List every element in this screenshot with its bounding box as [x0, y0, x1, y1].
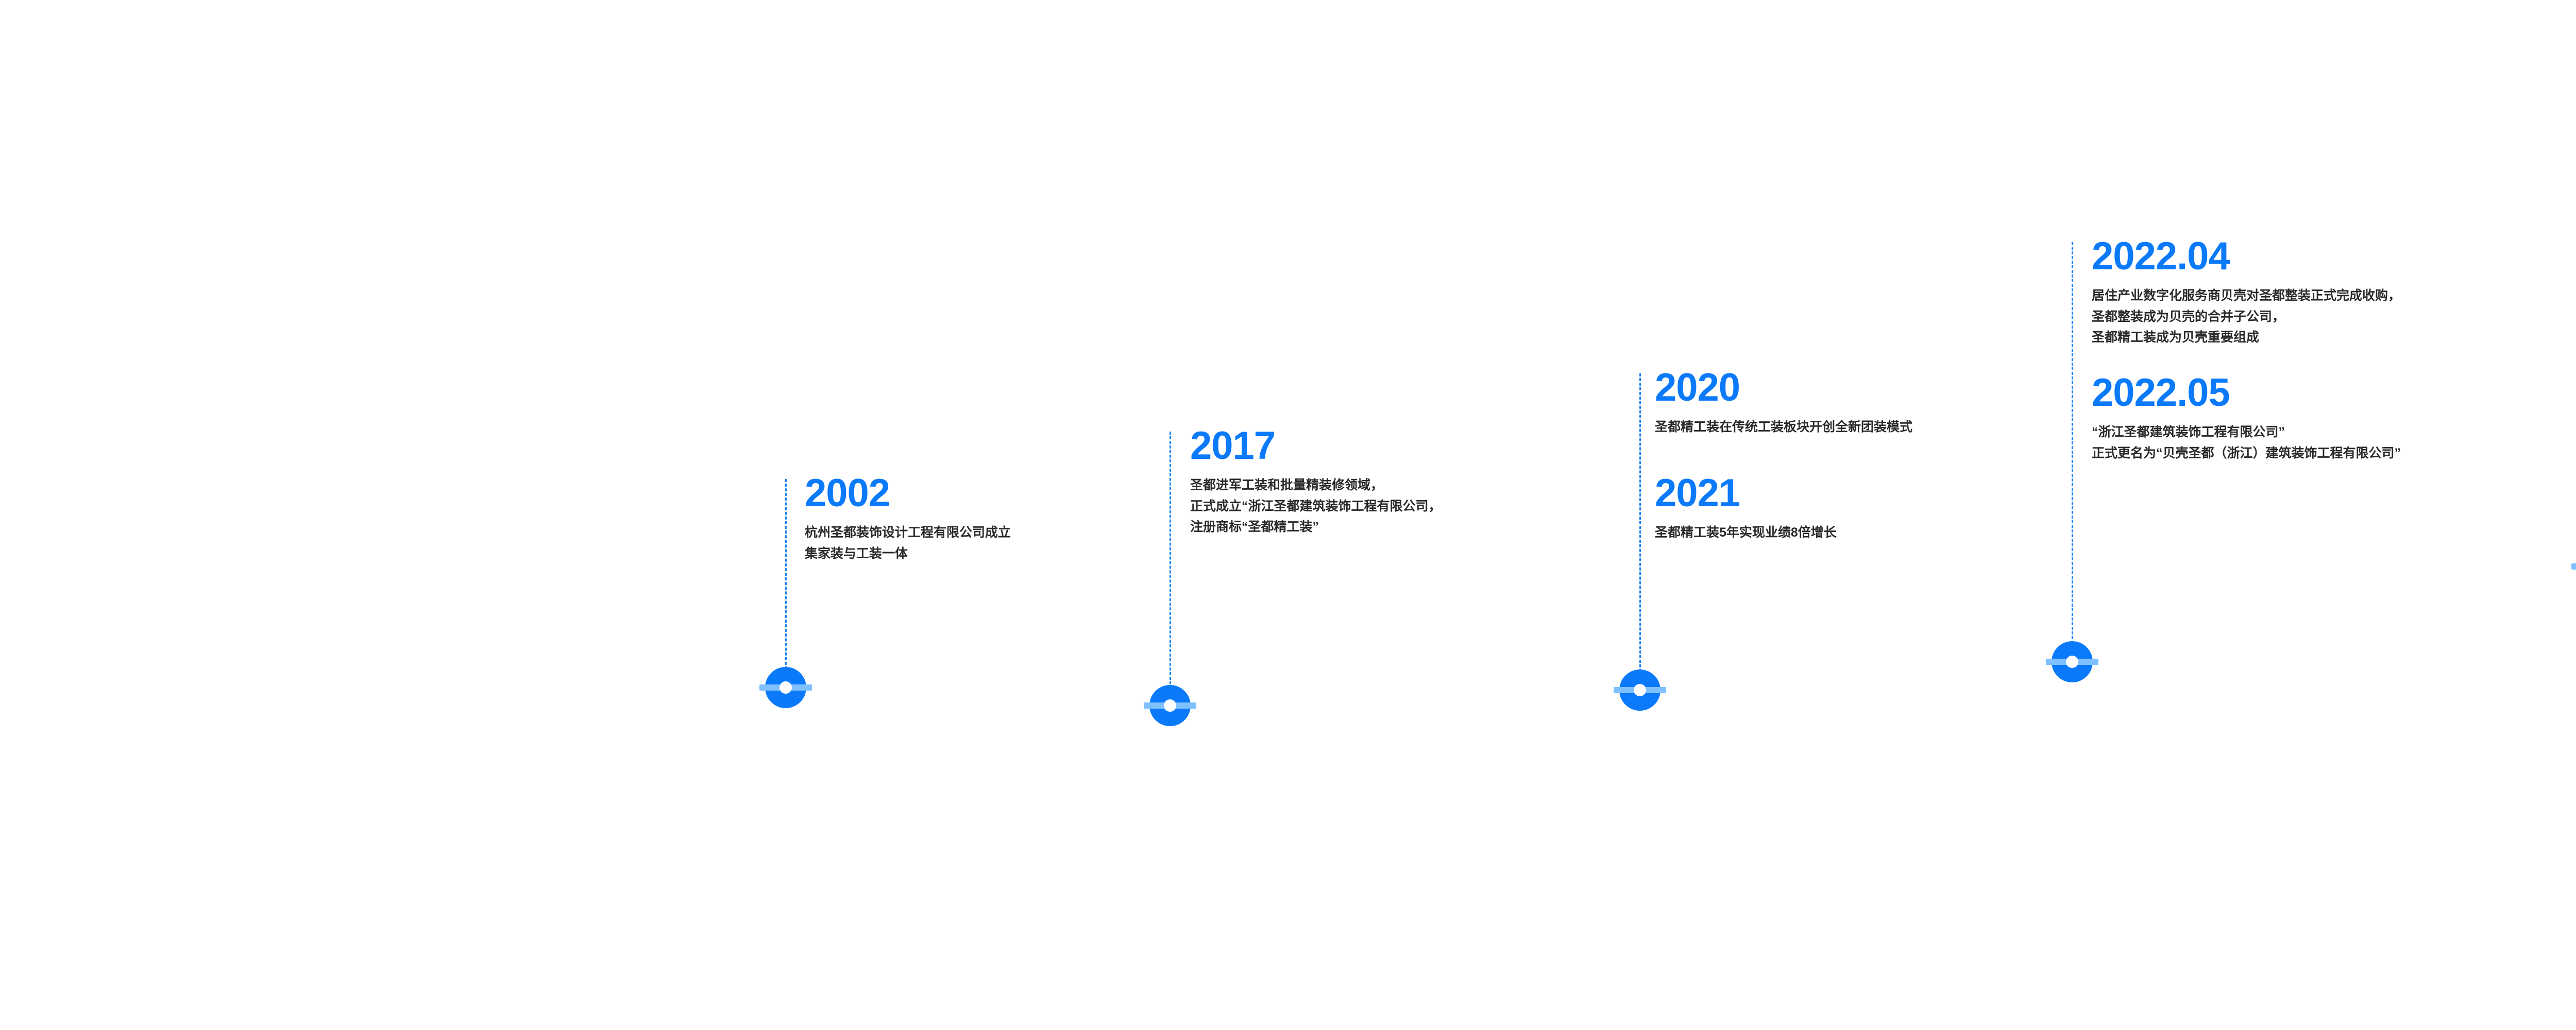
entry-2022-04: 2022.04 居住产业数字化服务商贝壳对圣都整装正式完成收购， 圣都整装成为贝… [2092, 237, 2401, 348]
description-2022-04: 居住产业数字化服务商贝壳对圣都整装正式完成收购， 圣都整装成为贝壳的合并子公司，… [2092, 288, 2401, 345]
description-2022-05: “浙江圣都建筑装饰工程有限公司” 正式更名为“贝壳圣都（浙江）建筑装饰工程有限公… [2092, 425, 2401, 460]
node-center-dot [779, 681, 792, 694]
description-2021: 圣都精工装5年实现业绩8倍增长 [1655, 525, 1837, 540]
year-label-2022-04: 2022.04 [2092, 234, 2230, 278]
entry-2022-05: 2022.05 “浙江圣都建筑装饰工程有限公司” 正式更名为“贝壳圣都（浙江）建… [2092, 373, 2401, 464]
entry-2020: 2020 圣都精工装在传统工装板块开创全新团装模式 [1655, 368, 1912, 438]
entry-2002: 2002 杭州圣都装饰设计工程有限公司成立 集家装与工装一体 [805, 474, 1011, 564]
node-center-dot [1164, 699, 1176, 712]
node-center-dot [1634, 684, 1646, 696]
node-center-dot [2066, 656, 2078, 668]
connector-line-2022 [2072, 242, 2073, 644]
connector-line-2002 [785, 479, 787, 670]
entry-2021: 2021 圣都精工装5年实现业绩8倍增长 [1655, 474, 1837, 543]
year-label-2022-05: 2022.05 [2092, 371, 2230, 415]
description-2020: 圣都精工装在传统工装板块开创全新团装模式 [1655, 420, 1913, 434]
timeline-node-2017[interactable] [1143, 685, 1197, 726]
timeline-node-2020[interactable] [1613, 670, 1667, 711]
connector-line-2020 [1639, 373, 1641, 672]
year-label-2002: 2002 [805, 471, 890, 515]
timeline-node-2002[interactable] [759, 667, 812, 708]
year-label-2020: 2020 [1655, 366, 1740, 409]
description-2002: 杭州圣都装饰设计工程有限公司成立 集家装与工装一体 [805, 525, 1011, 561]
description-2017: 圣都进军工装和批量精装修领域， 正式成立“浙江圣都建筑装饰工程有限公司， 注册商… [1190, 478, 1442, 534]
year-label-2021: 2021 [1655, 471, 1740, 515]
timeline-node-2022[interactable] [2045, 641, 2099, 682]
year-label-2017: 2017 [1190, 424, 1276, 468]
entry-2017: 2017 圣都进军工装和批量精装修领域， 正式成立“浙江圣都建筑装饰工程有限公司… [1190, 426, 1442, 538]
connector-line-2017 [1170, 432, 1171, 689]
